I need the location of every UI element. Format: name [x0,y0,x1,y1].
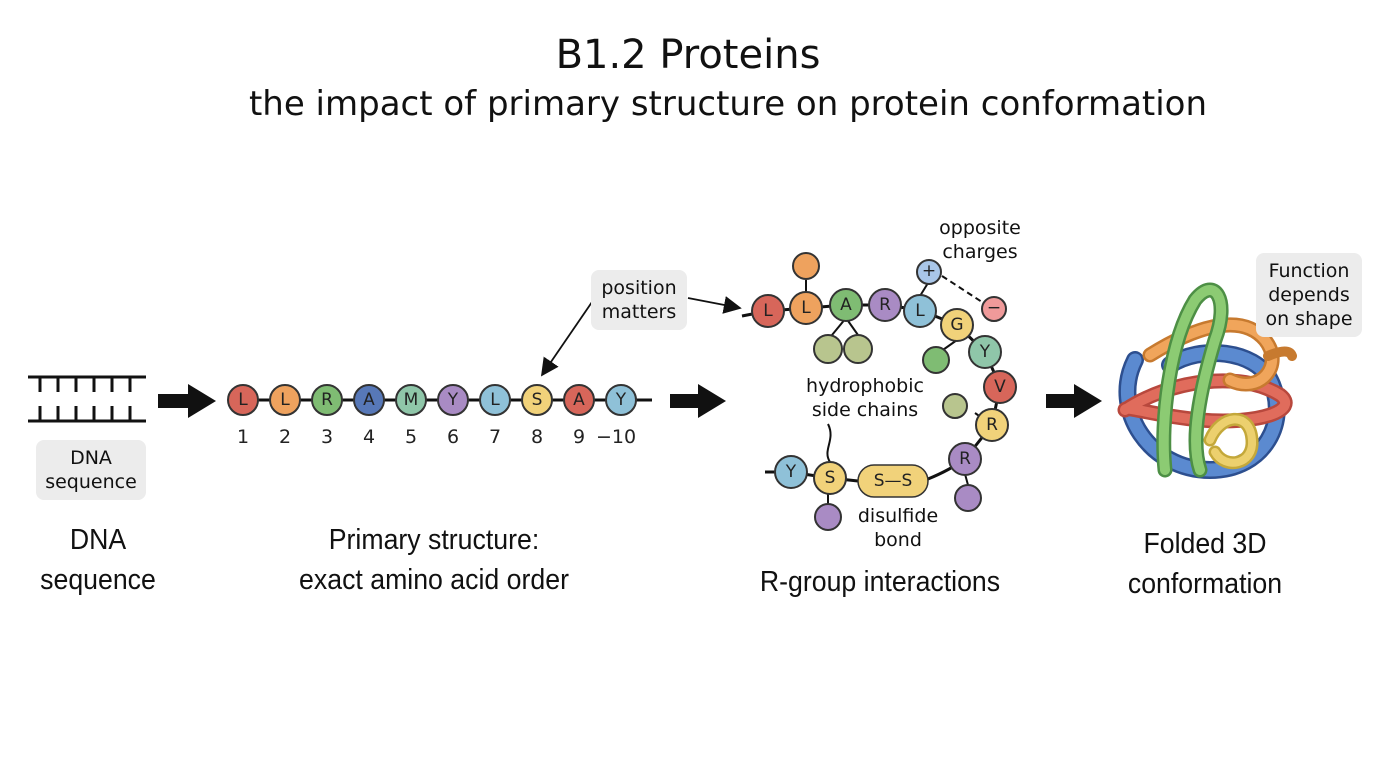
rg-res-Y2: Y [774,455,808,489]
svg-text:Y: Y [447,390,459,410]
rg-res-L1: L [751,294,785,328]
residue-9: A [563,384,595,416]
primary-caption-line2: exact amino acid order [299,564,569,596]
position-matters-tag: position matters [591,270,687,330]
svg-text:G: G [950,315,963,335]
position-8: 8 [531,426,543,448]
rgroup-residues: L L A R L G Y V R R Y S S—S + − [751,252,1017,531]
opposite-charges-label: opposite charges [939,217,1021,263]
svg-text:A: A [840,295,852,315]
rg-res-V: V [983,370,1017,404]
folded-caption-line2: conformation [1127,568,1283,600]
disulfide-bond-pill: S—S [857,464,929,498]
plus-charge-icon: + [916,259,942,285]
position-3: 3 [321,426,333,448]
rg-res-G: G [940,308,974,342]
folded-protein-ribbon [1117,282,1297,480]
svg-text:L: L [915,301,925,321]
svg-text:Y: Y [615,390,627,410]
rg-side-olive-1 [813,334,843,364]
position-4: 4 [363,426,375,448]
rg-side-green [922,346,950,374]
svg-text:R: R [959,449,971,469]
svg-text:L: L [490,390,500,410]
primary-residues: L L R A M Y L S A Y [227,384,637,416]
residue-1: L [227,384,259,416]
folded-caption: Folded 3D conformation [1108,524,1301,604]
rg-side-olive-3 [942,393,968,419]
folded-caption-line1: Folded 3D [1143,528,1267,560]
rg-side-orange [792,252,820,280]
rg-res-R3: R [948,442,982,476]
svg-text:+: + [922,261,936,281]
rg-res-L3: L [903,294,937,328]
arrow-primary-to-rgroup [670,384,726,418]
position-2: 2 [279,426,291,448]
svg-text:R: R [986,415,998,435]
rg-res-L2: L [789,291,823,325]
dna-sequence-tag: DNA sequence [36,440,146,500]
page-subtitle: the impact of primary structure on prote… [248,84,1208,124]
rg-side-olive-2 [843,334,873,364]
primary-caption-line1: Primary structure: [328,524,540,556]
svg-text:Y: Y [979,342,991,362]
residue-6: Y [437,384,469,416]
residue-7: L [479,384,511,416]
position-10: −10 [596,426,636,448]
dna-caption-line1: DNA [69,524,127,556]
position-1: 1 [237,426,249,448]
rg-res-S: S [813,461,847,495]
svg-text:V: V [994,377,1006,397]
position-numbers: 1 2 3 4 5 6 7 8 9 −10 [237,426,636,448]
page-title: B1.2 Proteins [555,32,821,78]
residue-5: M [395,384,427,416]
residue-2: L [269,384,301,416]
svg-text:A: A [363,390,375,410]
svg-text:M: M [404,390,419,410]
minus-charge-icon: − [981,296,1007,322]
position-7: 7 [489,426,501,448]
hydrophobic-label: hydrophobic side chains [806,375,924,421]
svg-text:L: L [763,301,773,321]
svg-text:S: S [825,468,836,488]
arrow-rgroup-to-folded [1046,384,1102,418]
pointer-to-residue-8 [540,301,593,377]
svg-text:R: R [879,295,891,315]
svg-text:Y: Y [785,462,797,482]
svg-text:L: L [280,390,290,410]
position-9: 9 [573,426,585,448]
dna-caption-line2: sequence [40,564,156,596]
dna-ladder-icon [28,375,146,423]
rgroup-caption: R-group interactions [759,566,1001,598]
charge-attraction-line [941,275,983,303]
rg-side-purple-2 [814,503,842,531]
svg-text:L: L [801,298,811,318]
primary-caption: Primary structure: exact amino acid orde… [250,520,618,600]
position-5: 5 [405,426,417,448]
svg-text:S: S [532,390,543,410]
residue-10: Y [605,384,637,416]
disulfide-label: disulfide bond [857,505,939,551]
residue-8: S [521,384,553,416]
dna-caption: DNA sequence [24,520,171,600]
rg-res-A: A [829,288,863,322]
svg-text:L: L [238,390,248,410]
svg-text:S—S: S—S [874,471,913,491]
position-6: 6 [447,426,459,448]
rg-side-purple-bottom [954,484,982,512]
svg-text:R: R [321,390,333,410]
residue-4: A [353,384,385,416]
residue-3: R [311,384,343,416]
rg-res-R: R [868,288,902,322]
rg-res-R2: R [975,408,1009,442]
svg-text:−: − [987,298,1001,318]
rg-res-Y: Y [968,335,1002,369]
arrow-dna-to-primary [158,384,216,418]
svg-text:A: A [573,390,585,410]
function-depends-tag: Function depends on shape [1256,253,1362,337]
pointer-to-folding-chain [687,296,742,314]
